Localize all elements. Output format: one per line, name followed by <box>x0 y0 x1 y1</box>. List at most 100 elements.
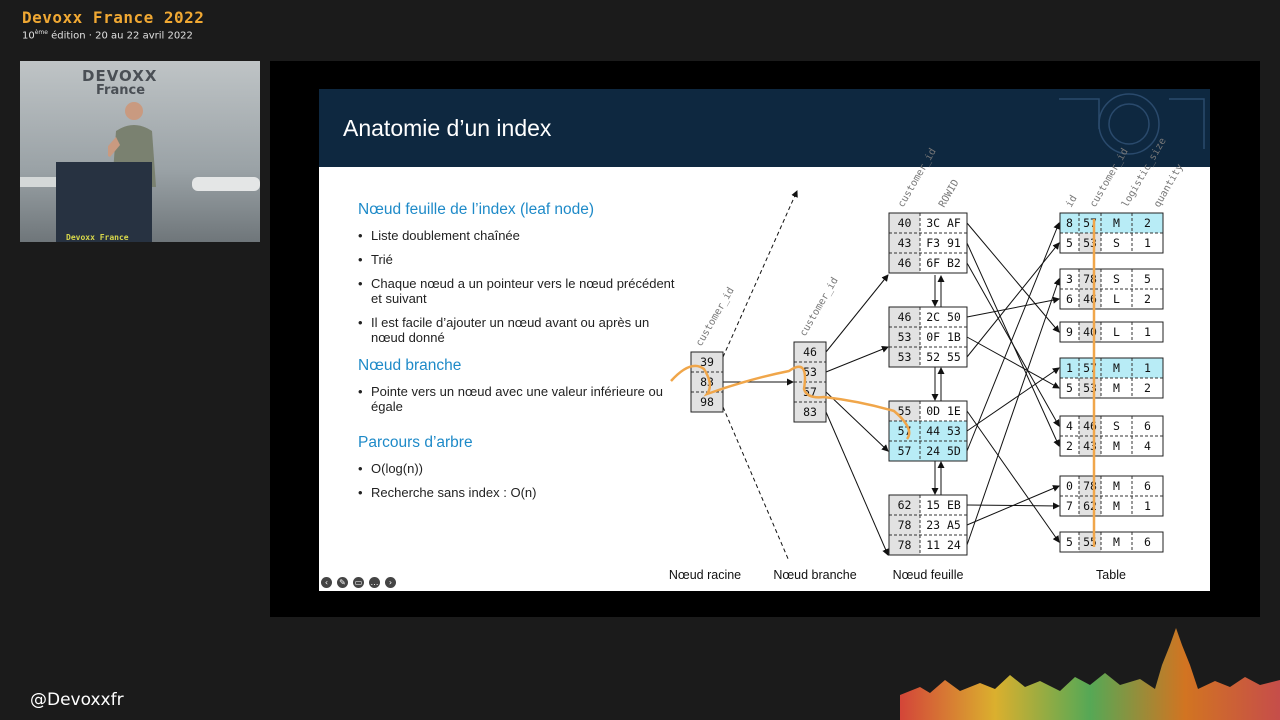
node-cell <box>1060 233 1079 253</box>
prev-slide-icon[interactable]: ‹ <box>321 577 332 588</box>
cell-text: M <box>1113 381 1120 395</box>
stage-pipe <box>192 177 260 191</box>
node-cell <box>920 307 967 327</box>
node-cell <box>1079 269 1101 289</box>
node-cell <box>794 342 826 362</box>
node-cell <box>691 372 723 392</box>
cell-text: 2C 50 <box>926 310 961 324</box>
node-cell <box>889 401 920 421</box>
rowid-pointer <box>966 222 1061 452</box>
cell-text: 46 <box>898 310 912 324</box>
rowid-pointer <box>966 242 1060 358</box>
cell-text: 53 <box>898 330 912 344</box>
node-cell <box>920 421 967 441</box>
node-cell <box>1132 496 1163 516</box>
node-cell <box>1060 532 1079 552</box>
node-cell <box>1101 496 1132 516</box>
node-cell <box>889 421 920 441</box>
leaf-header: ROWID <box>937 178 962 210</box>
bullet-item: Trié <box>358 252 678 267</box>
cell-text: 5 <box>1066 535 1073 549</box>
node-border <box>1059 475 1164 517</box>
cell-text: 6 <box>1144 419 1151 433</box>
cell-text: 78 <box>898 538 912 552</box>
node-border <box>1059 212 1164 254</box>
rowid-pointer <box>966 222 1060 333</box>
node-border <box>888 306 968 368</box>
node-cell <box>1079 213 1101 233</box>
node-cell <box>889 515 920 535</box>
header-decoration <box>1059 93 1205 155</box>
node-cell <box>1132 476 1163 496</box>
node-cell <box>1101 269 1132 289</box>
node-cell <box>691 392 723 412</box>
traversal-line <box>670 364 911 440</box>
cell-text: 0D 1E <box>926 404 961 418</box>
pointer-arrow <box>825 345 889 373</box>
node-cell <box>1060 213 1079 233</box>
node-border <box>888 494 968 556</box>
traversal-path <box>670 219 1096 547</box>
node-cell <box>1079 496 1101 516</box>
bullet-item: O(log(n)) <box>358 461 678 476</box>
node-cell <box>1101 233 1132 253</box>
level-caption: Nœud racine <box>669 568 741 582</box>
node-cell <box>1079 532 1101 552</box>
rowid-pointer <box>966 410 1060 543</box>
node-cell <box>1132 213 1163 233</box>
node-cell <box>889 307 920 327</box>
node-cell <box>1132 416 1163 436</box>
captions-icon[interactable]: ▭ <box>353 577 364 588</box>
bullet-item: Pointe vers un nœud avec une valeur infé… <box>358 384 678 414</box>
node-cell <box>1060 378 1079 398</box>
more-icon[interactable]: … <box>369 577 380 588</box>
node-cell <box>1060 358 1079 378</box>
node-cell <box>889 535 920 555</box>
paris-skyline-decoration <box>900 628 1280 720</box>
cell-text: 1 <box>1144 499 1151 513</box>
cell-text: S <box>1113 419 1120 433</box>
section-heading: Nœud branche <box>358 357 462 374</box>
cell-text: 57 <box>898 444 912 458</box>
podium-label: Devoxx France <box>66 233 129 242</box>
next-slide-icon[interactable]: › <box>385 577 396 588</box>
cell-text: F3 91 <box>926 236 961 250</box>
slide: Anatomie d’un index Nœud feuille de l’in… <box>319 89 1210 591</box>
cell-text: L <box>1113 325 1120 339</box>
cell-text: 0F 1B <box>926 330 961 344</box>
cell-text: 55 <box>898 404 912 418</box>
slide-bullets: Nœud feuille de l’index (leaf node) List… <box>358 201 678 509</box>
level-caption: Nœud branche <box>773 568 856 582</box>
cell-text: 6 <box>1144 535 1151 549</box>
stage-sign-sub: France <box>96 83 146 98</box>
cell-text: 98 <box>700 395 714 409</box>
node-cell <box>1132 289 1163 309</box>
table-header: quantity <box>1152 162 1186 209</box>
bullet-item: Recherche sans index : O(n) <box>358 485 678 500</box>
node-cell <box>1132 358 1163 378</box>
rowid-pointer <box>966 367 1060 432</box>
node-cell <box>1101 213 1132 233</box>
node-cell <box>889 495 920 515</box>
node-cell <box>920 233 967 253</box>
node-cell <box>1079 416 1101 436</box>
bullet-item: Liste doublement chaînée <box>358 228 678 243</box>
node-border <box>1059 268 1164 310</box>
cell-text: 1 <box>1144 325 1151 339</box>
cell-text: 46 <box>803 345 817 359</box>
twitter-handle: @Devoxxfr <box>30 690 124 710</box>
cell-text: M <box>1113 535 1120 549</box>
cell-text: 11 24 <box>926 538 961 552</box>
node-cell <box>920 441 967 461</box>
node-cell <box>1060 289 1079 309</box>
pen-icon[interactable]: ✎ <box>337 577 348 588</box>
cell-text: 0 <box>1066 479 1073 493</box>
rowid-pointer <box>966 278 1061 546</box>
cell-text: M <box>1113 216 1120 230</box>
